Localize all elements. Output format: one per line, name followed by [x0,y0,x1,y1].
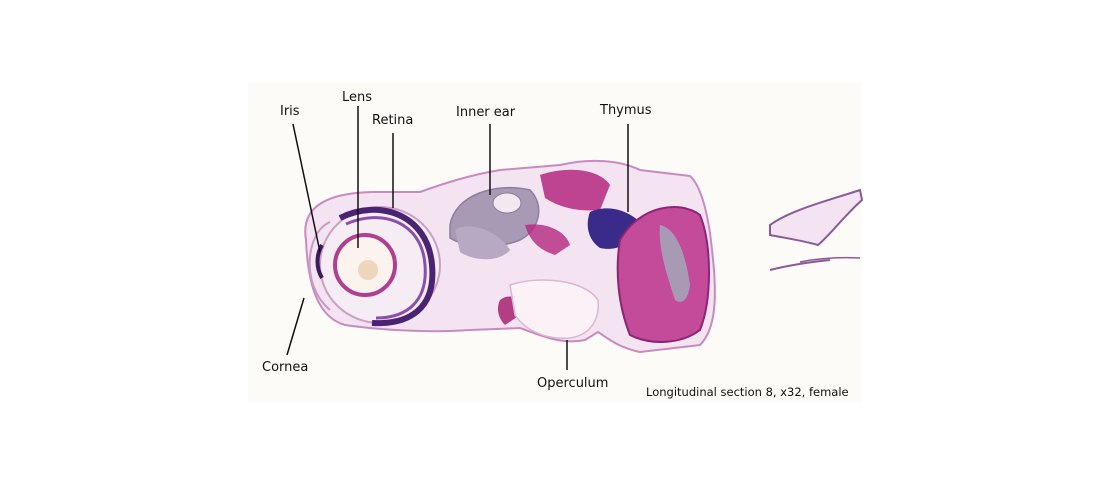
label-lens: Lens [342,90,373,105]
iris-leader [292,123,321,253]
label-inner-ear: Inner ear [456,105,516,120]
posterior-cavity [659,225,690,302]
inner-ear-otolith [492,192,522,214]
detached-strand [769,259,831,271]
retina-band [338,206,436,327]
cornea-outline [308,221,331,311]
label-retina: Retina [372,113,414,128]
detached-fragment [769,188,864,247]
retina-inner [345,216,427,320]
muscle-tissue-2 [525,224,570,255]
iris-shape [315,243,324,280]
cornea-leader [286,297,305,356]
lens-core [358,260,378,280]
detached-strand-2 [799,256,861,263]
muscle-tissue-1 [540,169,610,211]
figure-caption: Longitudinal section 8, x32, female [646,385,849,399]
central-cavity [455,226,510,260]
label-cornea: Cornea [262,360,309,375]
posterior-muscle [616,206,710,343]
label-thymus: Thymus [600,103,652,118]
label-iris: Iris [280,104,300,119]
operculum-region [509,279,599,339]
label-operculum: Operculum [537,376,609,391]
